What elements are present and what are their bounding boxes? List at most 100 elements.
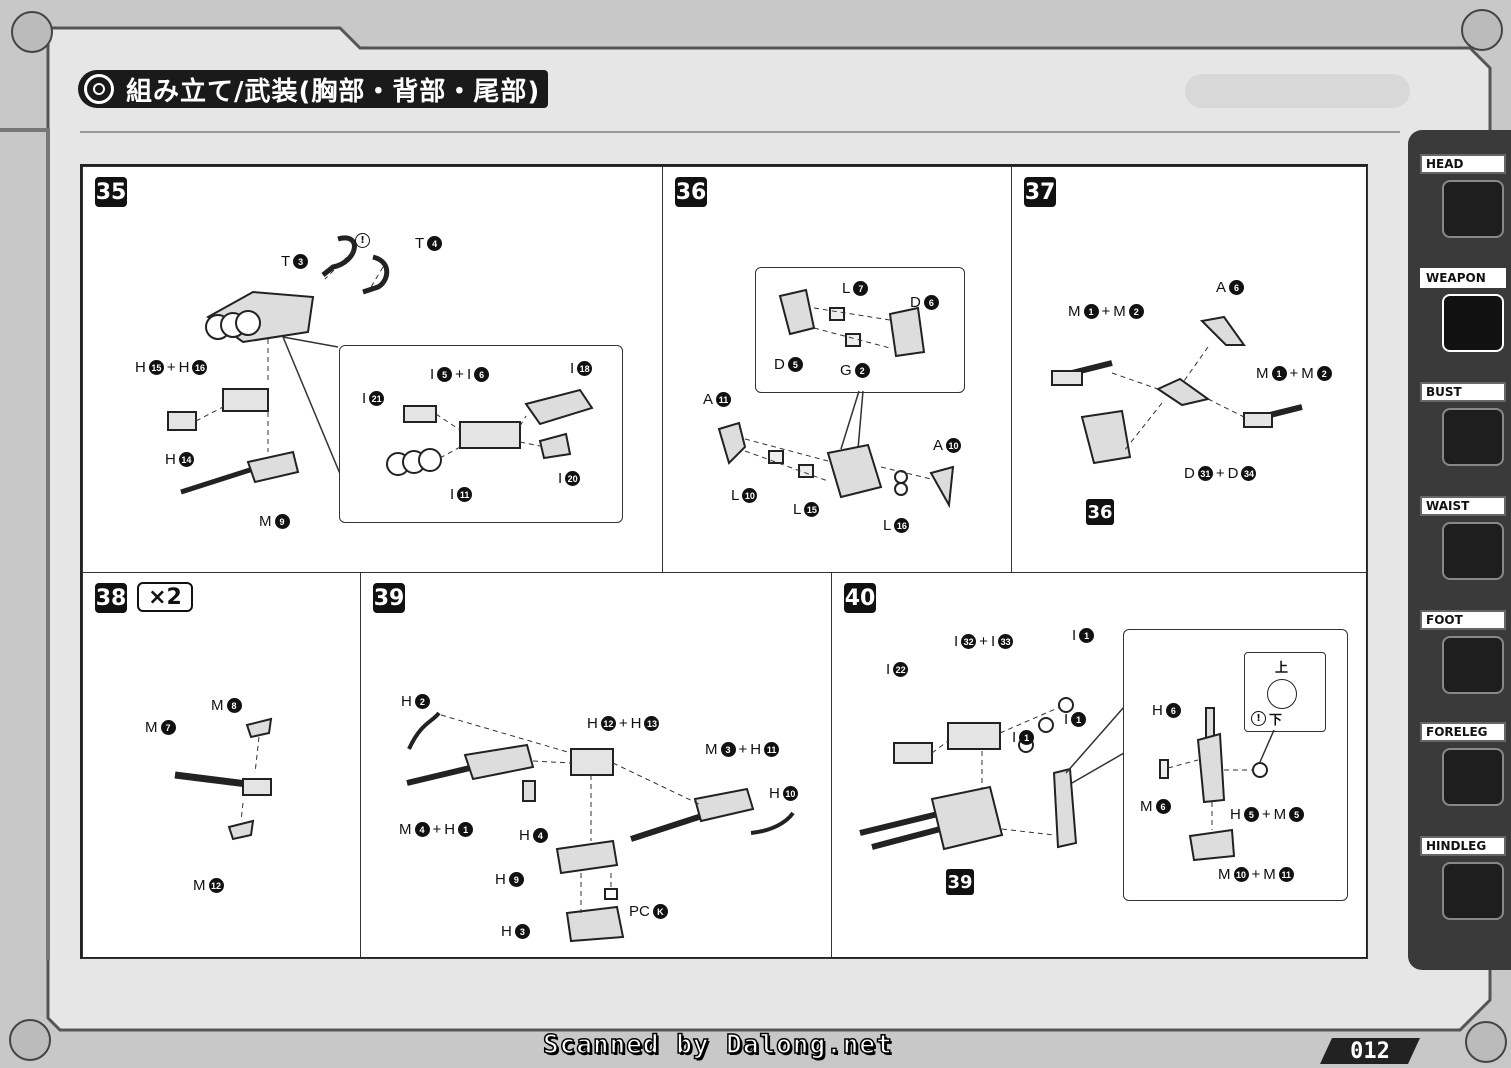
tab-foot[interactable]: FOOT <box>1420 610 1510 710</box>
step-35-diagram <box>167 235 390 518</box>
head-icon <box>1442 180 1504 238</box>
section-tabs: HEAD WEAPON BUST WAIST FOOT FORELEG HIND… <box>1408 130 1511 970</box>
tab-foreleg[interactable]: FORELEG <box>1420 722 1510 822</box>
weapon-icon <box>1442 294 1504 352</box>
step-reference-badge: 39 <box>946 869 974 895</box>
tab-label: BUST <box>1420 382 1506 402</box>
foreleg-icon <box>1442 748 1504 806</box>
quantity-badge: ×2 <box>137 582 193 612</box>
tab-waist[interactable]: WAIST <box>1420 496 1510 596</box>
page-title: 組み立て/武装(胸部・背部・尾部) <box>126 76 541 107</box>
step-number: 35 <box>95 177 127 207</box>
step-37-diagram <box>1051 315 1303 465</box>
bust-icon <box>1442 408 1504 466</box>
tab-label: FOOT <box>1420 610 1506 630</box>
page-number: 012 <box>1320 1038 1420 1064</box>
step-reference-badge: 36 <box>1086 499 1114 525</box>
orientation-callout: 上 ! 下 <box>1244 652 1326 732</box>
foot-icon <box>1442 636 1504 694</box>
step-36-diagram <box>717 390 955 509</box>
tab-label: WEAPON <box>1420 268 1506 288</box>
step-number: 37 <box>1024 177 1056 207</box>
step-36-inset-diagram <box>778 288 926 358</box>
peg-circle <box>1267 679 1297 709</box>
gear-icon <box>84 74 114 104</box>
step-number: 36 <box>675 177 707 207</box>
waist-icon <box>1442 522 1504 580</box>
step-number: 39 <box>373 583 405 613</box>
bottom-label: 下 <box>1269 713 1283 728</box>
tab-label: WAIST <box>1420 496 1506 516</box>
tab-head[interactable]: HEAD <box>1420 154 1510 254</box>
step-35-inset-diagram <box>386 388 594 476</box>
tab-label: FORELEG <box>1420 722 1506 742</box>
hindleg-icon <box>1442 862 1504 920</box>
page-title-bar: 組み立て/武装(胸部・背部・尾部) <box>78 70 548 108</box>
step-number: 40 <box>844 583 876 613</box>
scan-credit: Scanned by Dalong.net <box>542 1029 893 1061</box>
tab-bust[interactable]: BUST <box>1420 382 1510 482</box>
tab-weapon[interactable]: WEAPON <box>1420 268 1510 368</box>
tab-hindleg[interactable]: HINDLEG <box>1420 836 1510 936</box>
tab-label: HEAD <box>1420 154 1506 174</box>
step-40-inset-diagram <box>1159 707 1275 862</box>
step-39-diagram <box>406 711 795 943</box>
ghost-title-bar <box>1185 74 1410 108</box>
warning-icon: ! <box>1251 711 1266 726</box>
step-number: 38 <box>95 583 127 613</box>
tab-label: HINDLEG <box>1420 836 1506 856</box>
warning-icon: ! <box>355 233 370 248</box>
step-38-diagram <box>174 717 273 841</box>
